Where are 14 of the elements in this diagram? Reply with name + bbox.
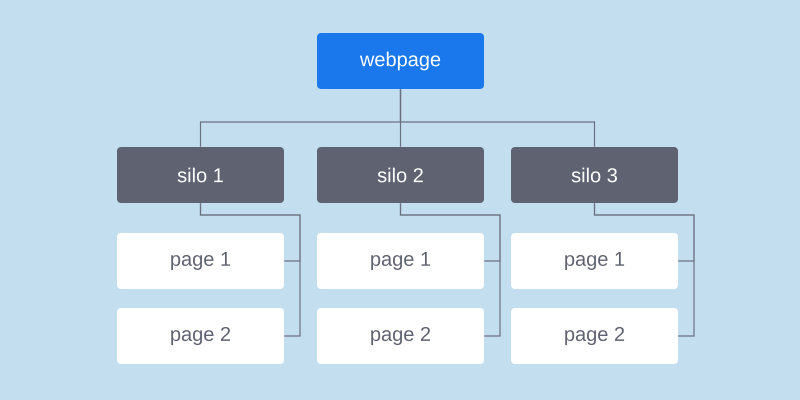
header-box: webpage [317, 33, 484, 89]
connector-line [594, 203, 695, 337]
connector-line [200, 203, 301, 337]
category-box: silo 1 [117, 147, 284, 203]
category-box: silo 2 [317, 147, 484, 203]
page-box: page 2 [117, 308, 284, 364]
page-box: page 1 [117, 233, 284, 289]
page-box: page 1 [511, 233, 678, 289]
page-box: page 1 [317, 233, 484, 289]
page-box: page 2 [511, 308, 678, 364]
page-box: page 2 [317, 308, 484, 364]
connector-line [400, 89, 596, 147]
category-box: silo 3 [511, 147, 678, 203]
connector-line [400, 203, 501, 337]
